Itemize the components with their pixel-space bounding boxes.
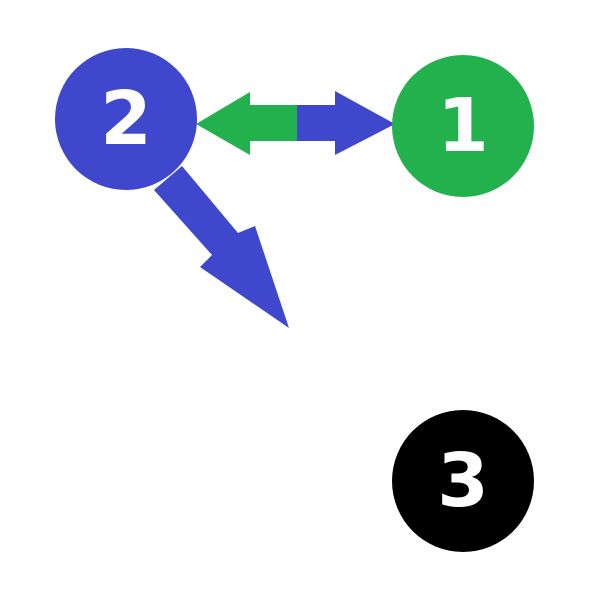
edge-2-to-1-arrow	[297, 91, 395, 155]
node-1-label: 1	[437, 83, 489, 169]
node-1[interactable]: 1	[392, 55, 534, 197]
node-1-circle	[392, 55, 534, 197]
node-2-label: 2	[100, 76, 152, 162]
edge-1-to-2-arrow	[196, 92, 297, 155]
node-2-circle	[55, 48, 197, 190]
node-2[interactable]: 2	[55, 48, 197, 190]
edge-2-to-3-arrow	[154, 166, 289, 328]
node-3-circle	[392, 410, 534, 552]
node-3[interactable]: 3	[392, 410, 534, 552]
node-3-label: 3	[437, 438, 489, 524]
